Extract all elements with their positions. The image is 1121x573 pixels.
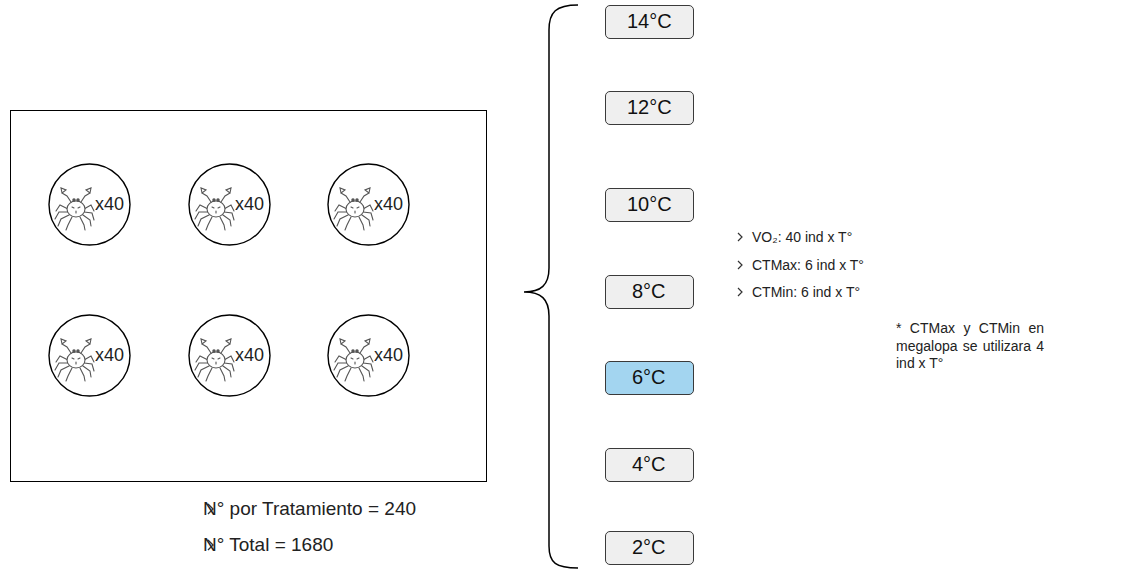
culture-circle: x40 <box>188 163 271 246</box>
footnote: * CTMax y CTMin en megalopa se utilizara… <box>896 320 1044 373</box>
temperature-label: 4°C <box>632 453 666 476</box>
curly-brace <box>524 5 578 568</box>
culture-circle: x40 <box>188 314 271 397</box>
group-box: N° por Tratamiento = 240N° Total = 1680x… <box>10 110 487 482</box>
temperature-label: 2°C <box>632 536 666 559</box>
crab-illustration <box>334 339 373 381</box>
crab-illustration <box>55 339 94 381</box>
count-note: N° Total = 1680 <box>203 534 333 556</box>
count-label: x40 <box>374 345 403 366</box>
culture-circle: x40 <box>48 163 131 246</box>
culture-circle: x40 <box>48 314 131 397</box>
count-label: x40 <box>95 194 124 215</box>
bullet-mark <box>738 288 742 296</box>
count-label: x40 <box>374 194 403 215</box>
temperature-label: 14°C <box>627 10 672 33</box>
temperature-label: 10°C <box>627 193 672 216</box>
temperature-box: 4°C <box>605 448 694 482</box>
method-item: CTMax: 6 ind x T° <box>752 257 864 273</box>
bullet-mark <box>738 233 742 241</box>
temperature-box: 10°C <box>605 188 694 222</box>
temperature-box: 14°C <box>605 5 694 39</box>
temperature-label: 8°C <box>632 280 666 303</box>
temperature-box: 12°C <box>605 91 694 125</box>
method-item: CTMin: 6 ind x T° <box>752 284 860 300</box>
crab-illustration <box>195 188 234 230</box>
crab-illustration <box>55 188 94 230</box>
method-item: VO₂: 40 ind x T° <box>752 229 852 245</box>
temperature-label: 12°C <box>627 96 672 119</box>
count-label: x40 <box>235 194 264 215</box>
bullet-mark <box>738 261 742 269</box>
temperature-box: 2°C <box>605 531 694 565</box>
temperature-box: 6°C <box>605 361 694 395</box>
count-label: x40 <box>235 345 264 366</box>
temperature-box: 8°C <box>605 275 694 309</box>
culture-circle: x40 <box>327 163 410 246</box>
crab-illustration <box>334 188 373 230</box>
culture-circle: x40 <box>327 314 410 397</box>
count-label: x40 <box>95 345 124 366</box>
count-note: N° por Tratamiento = 240 <box>203 498 416 520</box>
temperature-label: 6°C <box>632 366 666 389</box>
crab-illustration <box>195 339 234 381</box>
